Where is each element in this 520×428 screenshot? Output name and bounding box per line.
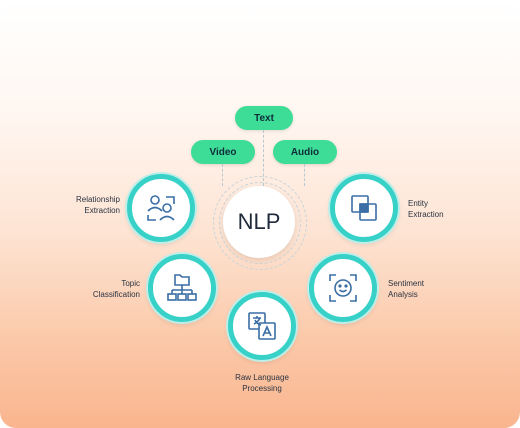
sentiment-analysis-label: Sentiment Analysis <box>388 279 425 299</box>
input-pill-text: Text <box>235 106 293 130</box>
translate-icon <box>248 312 276 340</box>
overlapping-squares-icon <box>351 195 377 221</box>
topic-classification-node <box>148 254 216 322</box>
input-pill-audio: Audio <box>273 140 337 164</box>
smiley-face-icon <box>329 274 357 302</box>
connector-text <box>263 130 264 186</box>
input-pill-video: Video <box>191 140 255 164</box>
nlp-center-node: NLP <box>223 186 295 258</box>
relationship-extraction-label: Relationship Extraction <box>75 195 120 215</box>
input-pill-text-label: Text <box>254 112 274 124</box>
topic-classification-label: Topic Classification <box>92 279 140 299</box>
input-pill-video-label: Video <box>209 146 237 158</box>
entity-extraction-label: Entity Extraction <box>408 199 444 219</box>
relationship-extraction-node <box>127 174 195 242</box>
input-pill-audio-label: Audio <box>290 146 320 158</box>
inner-ring <box>219 182 301 264</box>
outer-ring <box>213 176 307 270</box>
people-icon <box>147 195 175 221</box>
connector-audio <box>304 164 305 186</box>
sentiment-analysis-node <box>309 254 377 322</box>
connector-video <box>222 164 223 186</box>
folder-tree-icon <box>167 274 197 301</box>
raw-language-processing-label: Raw Language Processing <box>235 373 289 393</box>
nlp-center-label: NLP <box>237 209 281 234</box>
entity-extraction-node <box>330 174 398 242</box>
raw-language-processing-node <box>228 292 296 360</box>
